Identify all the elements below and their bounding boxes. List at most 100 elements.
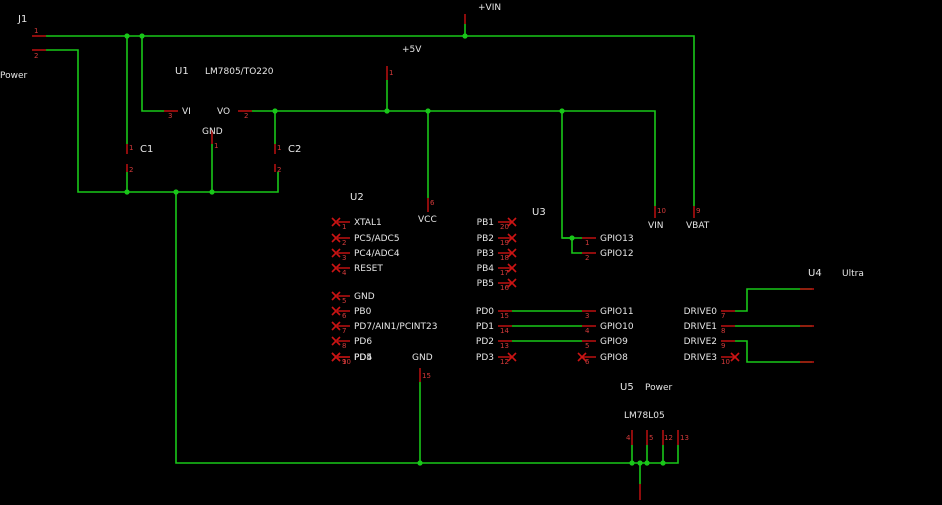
junction <box>384 108 390 114</box>
wire-vin-rail <box>46 35 695 206</box>
u2-gnd-label: GND <box>412 353 433 363</box>
u2-ref: U2 <box>350 192 364 203</box>
pin-number: 4 <box>626 434 631 442</box>
pin-number: 3 <box>585 312 589 320</box>
junction <box>660 460 666 466</box>
pin-number: 14 <box>500 327 509 335</box>
wire-group <box>46 24 812 484</box>
junction <box>124 33 130 39</box>
pin-name: PB4 <box>477 264 495 274</box>
wire-5v-rail <box>252 110 656 206</box>
pin-name: GPIO10 <box>600 322 634 332</box>
pin-number: 12 <box>664 434 673 442</box>
junction <box>173 189 179 195</box>
no-connect-mark <box>507 263 517 273</box>
pin-name: GPIO12 <box>600 249 634 259</box>
wire-j1-gnd <box>46 49 279 193</box>
j1-value: Power <box>0 71 28 81</box>
u4-value: Ultra <box>842 269 864 279</box>
u3-vin-label: VIN <box>648 221 664 231</box>
pin-number: 10 <box>657 207 666 215</box>
no-connect-mark <box>507 248 517 258</box>
pin-number: 2 <box>342 239 346 247</box>
junction <box>559 108 565 114</box>
pin-name: GPIO8 <box>600 353 628 363</box>
c1-ref: C1 <box>140 144 153 155</box>
pin-name: XTAL1 <box>354 218 382 228</box>
u2-vcc-label: VCC <box>418 215 437 225</box>
pin-name: PD0 <box>476 307 494 317</box>
pin-number: 20 <box>500 223 509 231</box>
pin-name: PB1 <box>477 218 494 228</box>
junction <box>644 460 650 466</box>
pin-number: 15 <box>500 312 509 320</box>
pin-number: 8 <box>342 342 346 350</box>
pin-number: 18 <box>500 254 509 262</box>
pin-number: 10 <box>721 358 730 366</box>
pin-name: PC4/ADC4 <box>354 249 400 259</box>
pin-number: 2 <box>34 52 38 60</box>
pin-number: 9 <box>696 207 700 215</box>
u1-vo-label: VO <box>217 107 230 117</box>
junction <box>209 189 215 195</box>
no-connect-mark <box>507 352 517 362</box>
no-connect-mark <box>507 217 517 227</box>
pin-name: PD6 <box>354 337 372 347</box>
no-connect-mark <box>507 278 517 288</box>
pin-name: DRIVE2 <box>684 337 717 347</box>
j1-ref: J1 <box>17 14 27 25</box>
pin-number: 2 <box>277 166 281 174</box>
u5-pin-labels: LM78L05 <box>624 411 665 421</box>
junction <box>637 460 643 466</box>
no-connect-mark <box>577 352 587 362</box>
pin-name: GPIO9 <box>600 337 628 347</box>
pin-name: GND <box>354 292 375 302</box>
u5-value: Power <box>645 383 673 393</box>
pin-number: 8 <box>721 327 725 335</box>
pin-number: 4 <box>342 269 347 277</box>
pin-number: 6 <box>430 199 435 207</box>
pin-number: 1 <box>277 144 281 152</box>
pin-name: PD2 <box>476 337 494 347</box>
u3-vbat-label: VBAT <box>686 221 710 231</box>
pin-number: 13 <box>680 434 689 442</box>
pin-number: 1 <box>585 239 589 247</box>
pin-name: RESET <box>354 264 383 274</box>
u4-ref: U4 <box>808 268 822 279</box>
pin-name: PB5 <box>477 279 494 289</box>
pin-number: 16 <box>500 284 509 292</box>
pin-number: 1 <box>342 223 346 231</box>
pin-number: 7 <box>342 327 346 335</box>
net-vin-label: +VIN <box>478 3 501 13</box>
u2-right-pins: 20PB119PB218PB317PB416PB515PD014PD113PD2… <box>476 217 517 366</box>
junction-group <box>124 33 666 466</box>
pin-number: 5 <box>342 297 346 305</box>
c2-ref: C2 <box>288 144 301 155</box>
pin-name: DRIVE3 <box>684 353 717 363</box>
net-5v-label: +5V <box>402 45 422 55</box>
pin-name: PC5/ADC5 <box>354 234 400 244</box>
wire-vin-to-u1 <box>141 36 164 112</box>
junction <box>569 235 575 241</box>
u1-ref: U1 <box>175 66 189 77</box>
junction <box>139 33 145 39</box>
pin-name: DRIVE1 <box>684 322 717 332</box>
pin-number: 2 <box>244 112 248 120</box>
wire-drive2-u4 <box>735 340 812 363</box>
u1-value: LM7805/TO220 <box>205 67 274 77</box>
pin-number: 1 <box>34 27 38 35</box>
pin-number: 1 <box>129 144 133 152</box>
u3-ref: U3 <box>532 207 546 218</box>
pin-number-group: 1 2 3 2 1 1 2 1 2 1 6 15 10 9 4 5 12 13 <box>34 27 700 442</box>
pin-number: 5 <box>585 342 589 350</box>
pin-number: 7 <box>721 312 725 320</box>
pin-name: PD5 <box>354 353 372 363</box>
pin-name: PD3 <box>476 353 494 363</box>
pin-number: 12 <box>500 358 509 366</box>
u1-gnd-label: GND <box>202 127 223 137</box>
wire-drive0-u4 <box>735 288 812 312</box>
pin-number: 19 <box>500 239 509 247</box>
